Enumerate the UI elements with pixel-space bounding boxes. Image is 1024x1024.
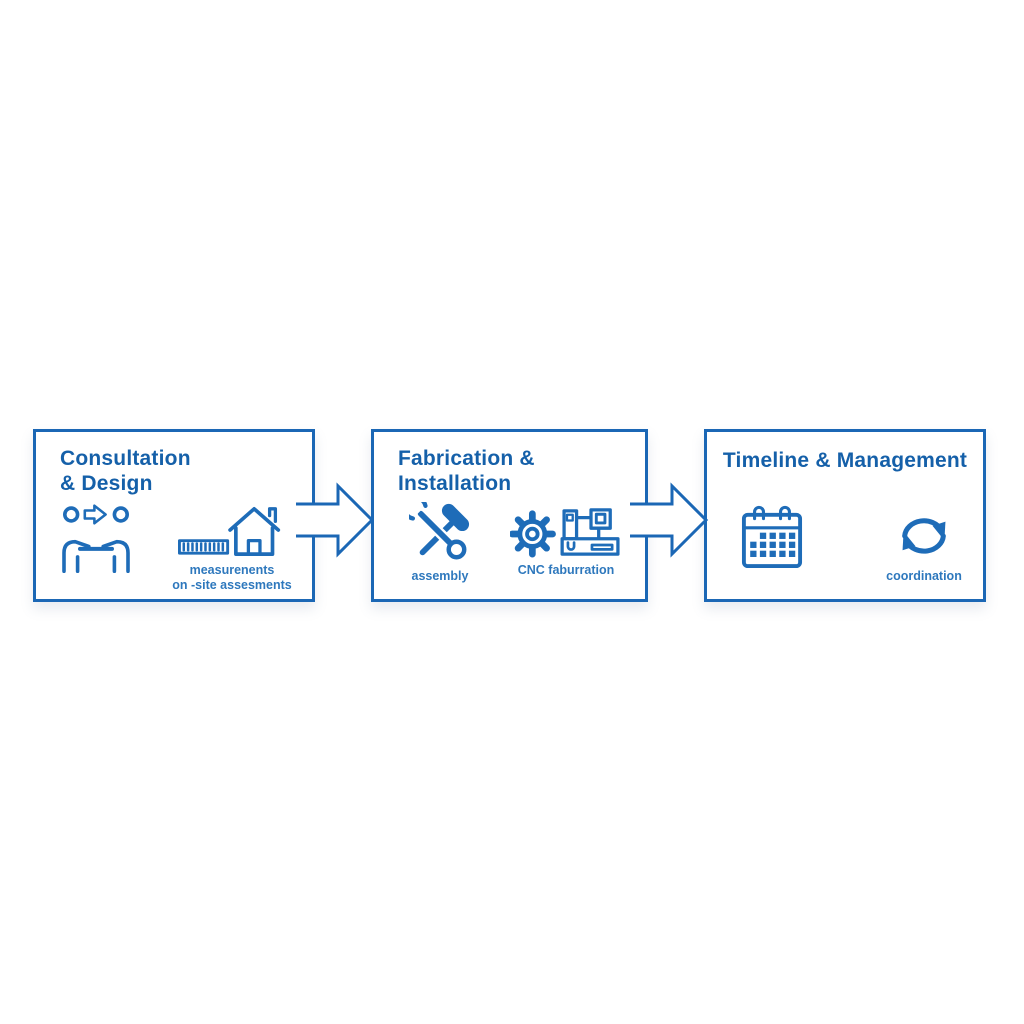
ruler-house-icon: [178, 506, 281, 556]
calendar-icon: [741, 505, 803, 569]
assembly-icon-group: assembly: [392, 502, 488, 584]
assembly-label: assembly: [411, 569, 469, 583]
process-step-fabrication-installation: Fabrication &Installation assembly: [371, 429, 648, 602]
step-title-line1: Timeline & Management: [722, 449, 968, 472]
coordination-icon-group: coordination: [859, 506, 989, 584]
consultation-people-icon: [62, 504, 130, 573]
measurements-label-line1: measurenents: [189, 563, 275, 577]
step-title-line2: Installation: [398, 472, 512, 495]
gear-cnc-machine-icon: [510, 508, 620, 558]
coordination-label: coordination: [886, 569, 962, 583]
step-title-line1: Fabrication &: [398, 447, 535, 470]
step-title: Timeline & Management: [707, 448, 983, 473]
step-title: Fabrication &Installation: [398, 446, 535, 496]
flow-arrow-2: [630, 482, 709, 558]
measurements-label-line2: on -site assesments: [172, 578, 292, 592]
cnc-label: CNC faburration: [517, 563, 615, 577]
step-title-line1: Consultation: [60, 447, 191, 470]
process-step-consultation-design: Consultation& Design: [33, 429, 315, 602]
cnc-icon-group: CNC faburration: [498, 508, 634, 578]
process-step-timeline-management: Timeline & Management coor: [704, 429, 986, 602]
flow-arrow-1: [296, 482, 375, 558]
step-title: Consultation& Design: [60, 446, 191, 496]
sync-arrows-icon: [902, 518, 946, 554]
step-title-line2: & Design: [60, 472, 153, 495]
calendar-icon-group: [741, 504, 803, 572]
consultation-icon-group: [56, 504, 136, 573]
wrench-hammer-icon: [409, 502, 470, 560]
